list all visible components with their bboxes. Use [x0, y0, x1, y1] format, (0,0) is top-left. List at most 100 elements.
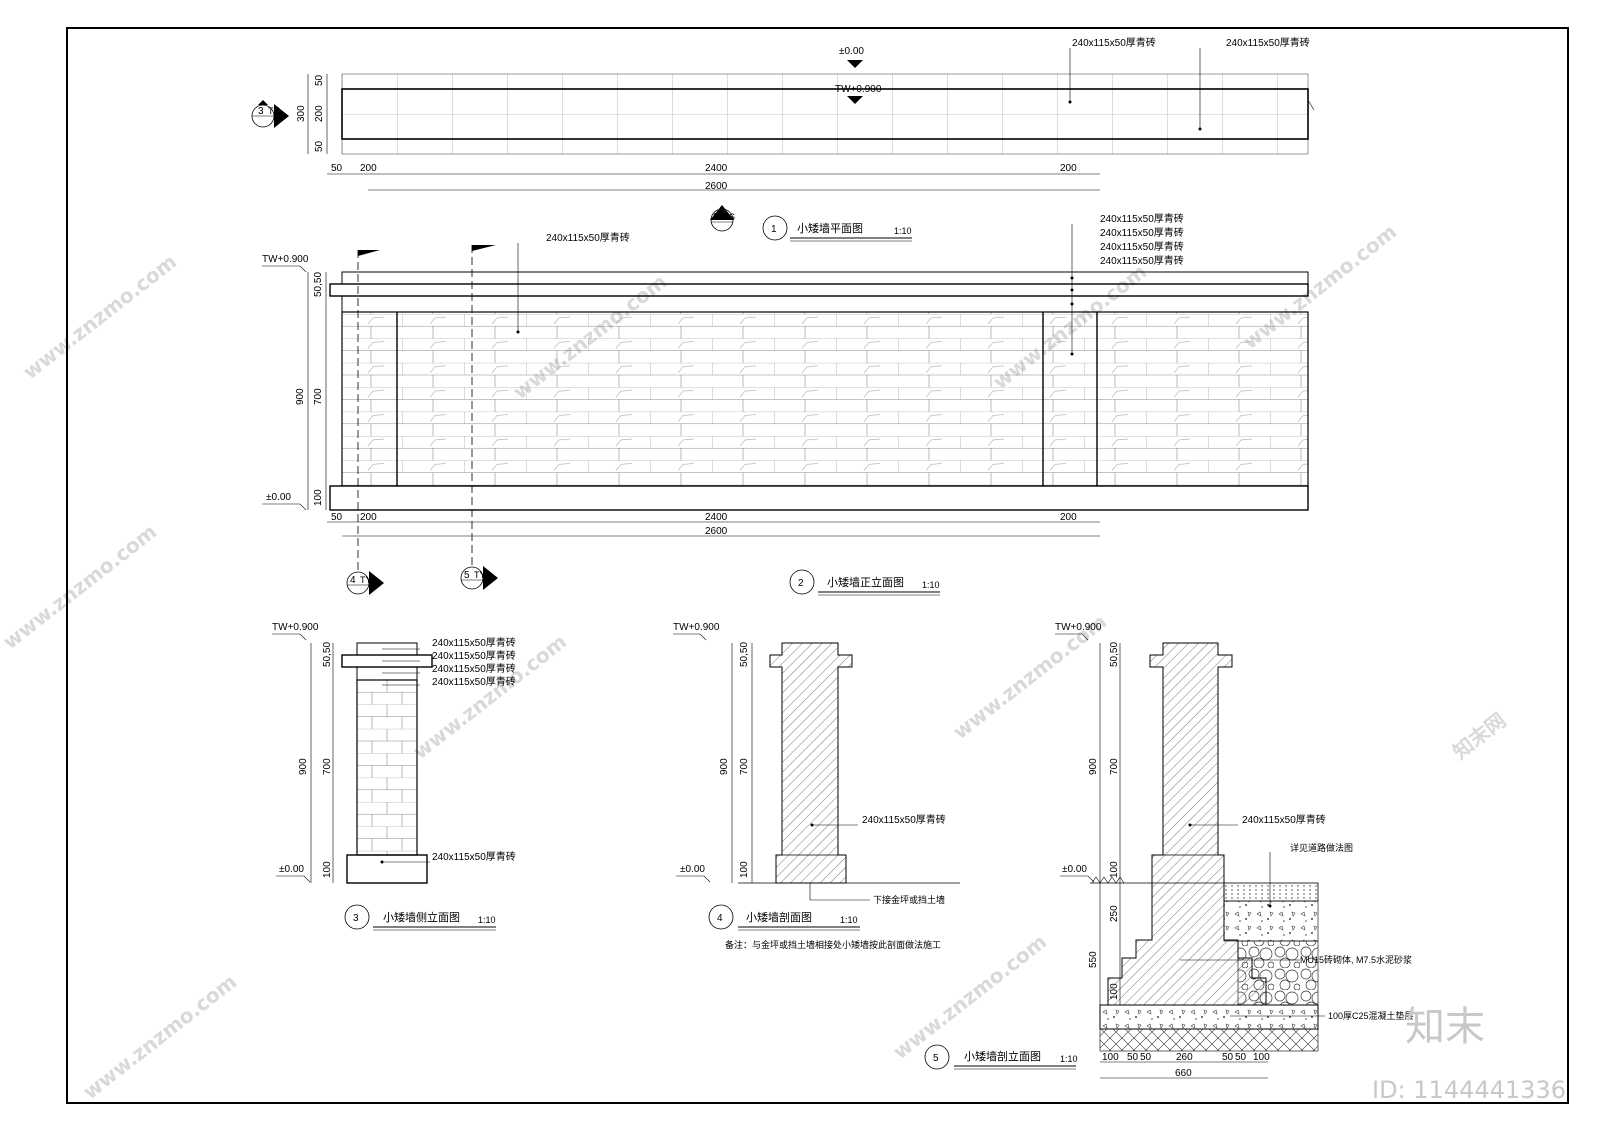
road-note: 详见道路做法图	[1290, 842, 1353, 853]
dim-label: 200	[314, 105, 325, 122]
brick-note: 240x115x50厚青砖	[432, 649, 516, 662]
dim-label: 50	[1140, 1052, 1152, 1063]
dim-label: 50	[1235, 1052, 1247, 1063]
view-title: 小矮墙平面图	[797, 221, 863, 235]
level-zero-label: ±0.00	[680, 864, 705, 875]
dim-label: 100	[1109, 861, 1120, 878]
dim-label: 100	[313, 489, 324, 506]
dim-label: 2400	[705, 512, 728, 523]
plan-brick-cap	[341, 73, 1309, 155]
dim-label: 2400	[705, 163, 728, 174]
side-elevation: TW+0.900 ±0.00 50,50 700 100 900 240x115…	[272, 622, 516, 931]
base-course	[329, 485, 1309, 511]
view-scale: 1:10	[922, 580, 940, 590]
level-top-label: TW+0.900	[1055, 622, 1102, 633]
level-zero-label: ±0.00	[266, 492, 291, 503]
dim-label: 700	[313, 388, 324, 405]
cap-course	[341, 271, 1309, 285]
ref-code: TY	[474, 570, 486, 580]
dim-label: 50	[1127, 1052, 1139, 1063]
brick-note: 240x115x50厚青砖	[1100, 226, 1184, 239]
section-4: TW+0.900 ±0.00 50,50 700 100 900 240x115…	[673, 622, 960, 950]
view-scale: 1:10	[840, 915, 858, 925]
dim-label: 700	[322, 758, 333, 775]
dim-label: 50	[1222, 1052, 1234, 1063]
brick-note: 240x115x50厚青砖	[1100, 240, 1184, 253]
plan-view: 50 200 50 300 ±0.00 TW+0.900 240x115x50厚…	[251, 36, 1315, 242]
brick-note: 240x115x50厚青砖	[1100, 254, 1184, 267]
view-title: 小矮墙剖面图	[746, 910, 812, 924]
level-zero-label: ±0.00	[279, 864, 304, 875]
wall-face	[341, 311, 1309, 487]
brick-note: 240x115x50厚青砖	[1072, 36, 1156, 49]
dim-label: 50,50	[322, 642, 333, 667]
brick-note: 240x115x50厚青砖	[432, 675, 516, 688]
ref-code: YS	[723, 212, 735, 222]
dim-label: 100	[322, 861, 333, 878]
watermark-id: ID: 1144441336	[1372, 1076, 1566, 1104]
level-zero-label: ±0.00	[1062, 864, 1087, 875]
watermark-text: www.znzmo.com	[78, 969, 241, 1104]
dim-label: 200	[360, 512, 377, 523]
dim-label: 900	[1088, 758, 1099, 775]
dim-label: 100	[1102, 1052, 1119, 1063]
watermark-text: www.znzmo.com	[18, 249, 181, 384]
brick-note: 240x115x50厚青砖	[546, 231, 630, 244]
dim-label: 100	[739, 861, 750, 878]
view-number: 4	[717, 913, 723, 924]
front-elevation: TW+0.900 ±0.00 50,50 700 100 900 240x115…	[262, 212, 1309, 596]
level-top-label: TW+0.900	[272, 622, 319, 633]
dim-label: 50	[314, 140, 325, 152]
dim-label: 50,50	[739, 642, 750, 667]
brick-note: 240x115x50厚青砖	[1100, 212, 1184, 225]
cap-course	[329, 283, 1309, 297]
view-number: 3	[353, 913, 359, 924]
brick-note: 240x115x50厚青砖	[432, 636, 516, 649]
ref-num: 3	[258, 106, 264, 117]
concrete-note: 100厚C25混凝土垫层	[1328, 1010, 1414, 1021]
dim-label: 100	[1253, 1052, 1270, 1063]
foundation-note: 下接金坪或挡土墙	[873, 894, 945, 905]
plan-wall-body	[341, 88, 1309, 140]
watermark-logo: 知末	[1405, 1004, 1485, 1050]
level-top-label: TW+0.900	[835, 84, 882, 95]
dim-label: 260	[1176, 1052, 1193, 1063]
section-5: TW+0.900 ±0.00 50,50 700 100 250 100 900…	[924, 622, 1414, 1079]
dim-label: 660	[1175, 1068, 1192, 1079]
view-scale: 1:10	[478, 915, 496, 925]
view-scale: 1:10	[1060, 1054, 1078, 1064]
brick-note: 240x115x50厚青砖	[432, 850, 516, 863]
view-number: 2	[798, 578, 804, 589]
dim-label: 2600	[705, 181, 728, 192]
dim-label: 50,50	[1109, 642, 1120, 667]
brick-note: 240x115x50厚青砖	[862, 813, 946, 826]
dim-label: 700	[739, 758, 750, 775]
dim-label: 250	[1109, 905, 1120, 922]
brick-note: 240x115x50厚青砖	[1242, 813, 1326, 826]
dim-label: 50	[314, 74, 325, 86]
remark-note: 备注：与金坪或挡土墙相接处小矮墙按此剖面做法施工	[725, 939, 941, 950]
dim-label: 50,50	[313, 272, 324, 297]
dim-label: 200	[1060, 163, 1077, 174]
ref-code: TY	[360, 575, 372, 585]
brick-note: 240x115x50厚青砖	[432, 662, 516, 675]
dim-label: 200	[360, 163, 377, 174]
dim-label: 2600	[705, 526, 728, 537]
ref-code: TY	[268, 106, 280, 116]
view-scale: 1:10	[894, 226, 912, 236]
view-title: 小矮墙正立面图	[827, 575, 904, 589]
dim-label: 900	[719, 758, 730, 775]
dim-label: 100	[1109, 983, 1120, 1000]
dim-label: 50	[331, 163, 343, 174]
dim-label: 550	[1088, 951, 1099, 968]
watermark-text: 知末网	[1448, 708, 1510, 764]
dim-label: 50	[331, 512, 343, 523]
dim-label: 700	[1109, 758, 1120, 775]
level-top-label: TW+0.900	[262, 254, 309, 265]
view-number: 5	[933, 1053, 939, 1064]
ref-num: 5	[464, 570, 470, 581]
bottom-dim-row: 100 50 50 260 50 50 100	[1102, 1052, 1270, 1063]
dim-label: 900	[295, 388, 306, 405]
